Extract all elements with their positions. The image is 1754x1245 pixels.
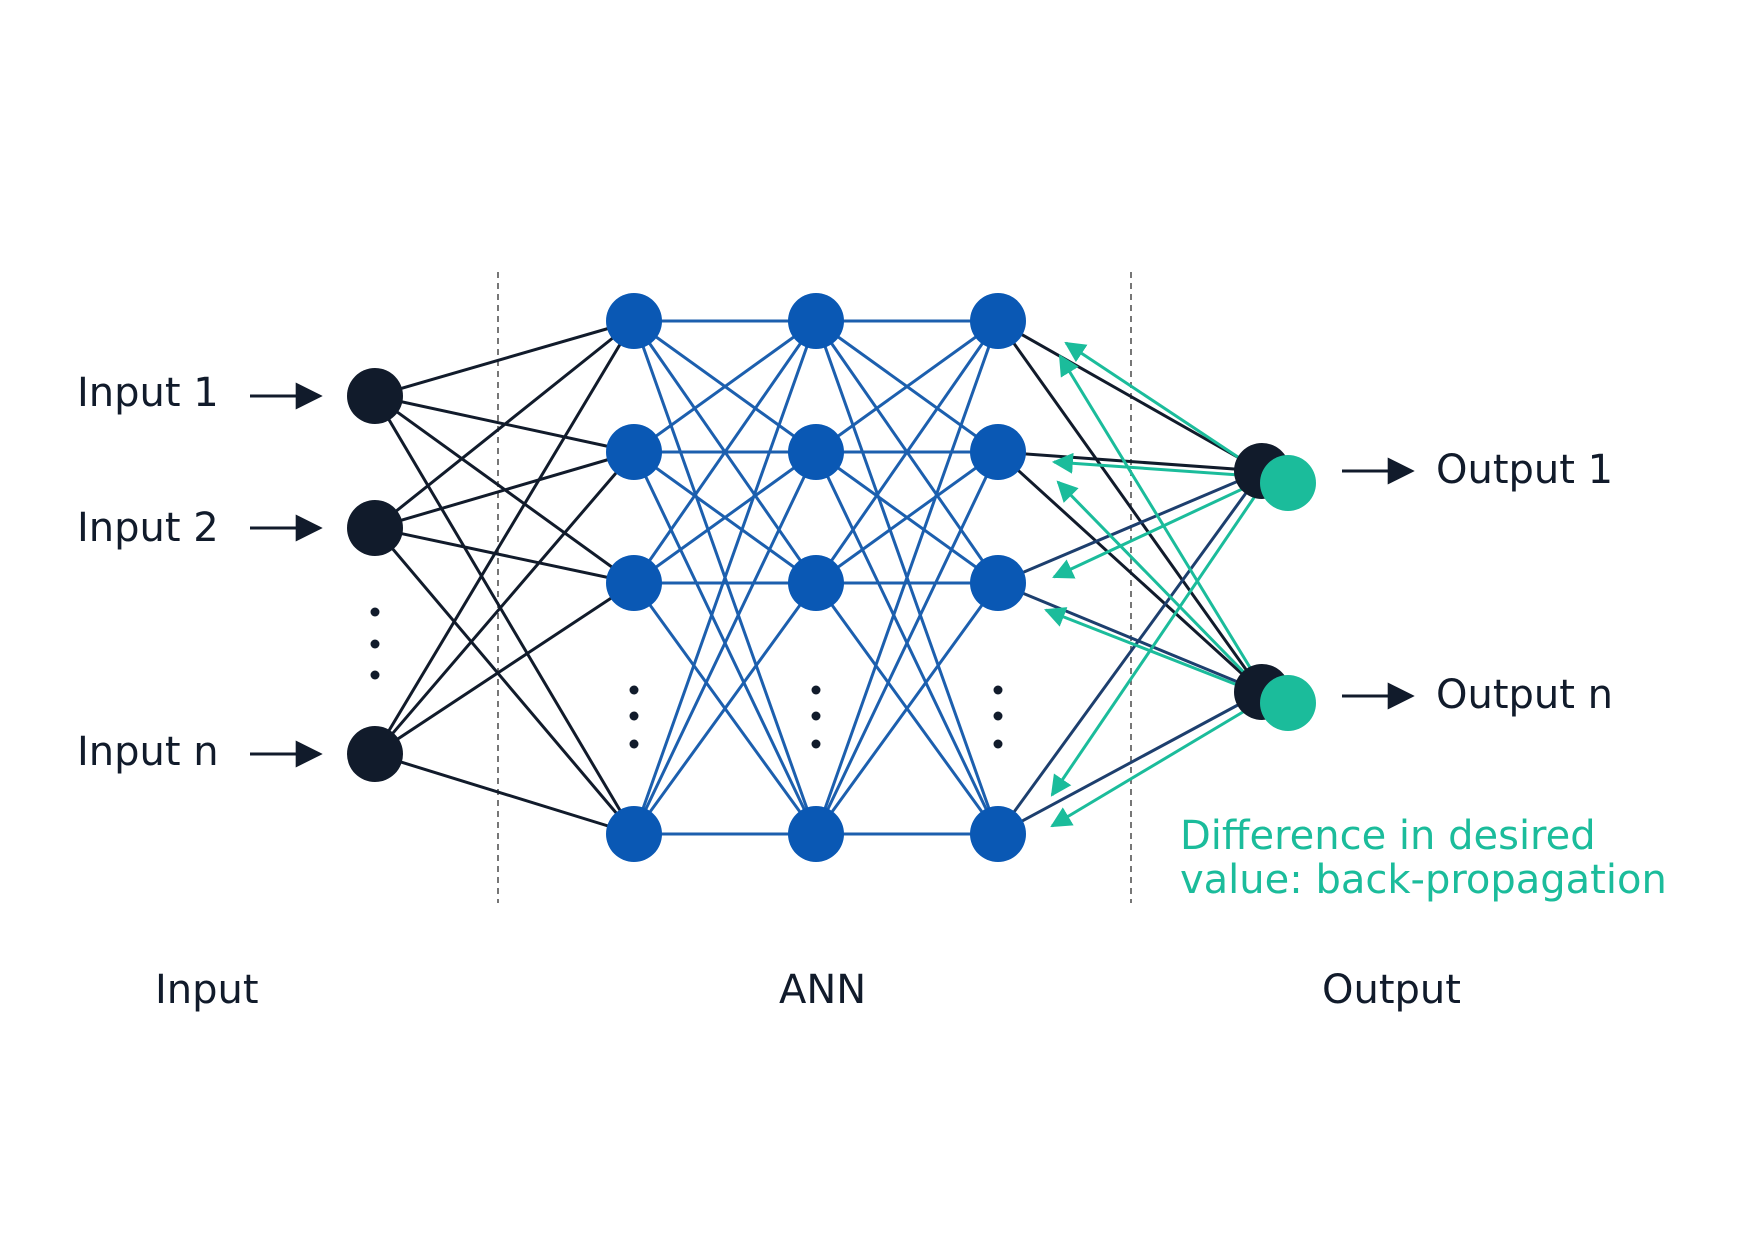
edge-hidden-output (997, 690, 1263, 836)
hidden-node (606, 424, 662, 480)
edge-hidden-hidden (633, 450, 817, 585)
ellipsis-dot (811, 685, 821, 695)
edge-input-hidden (373, 320, 636, 755)
backprop-arrow (1044, 607, 1269, 699)
ellipsis-dot (629, 739, 639, 749)
edge-hidden-hidden (814, 582, 1000, 835)
edge-hidden-hidden (632, 320, 818, 584)
edge-hidden-output (997, 319, 1263, 473)
edge-input-hidden (374, 319, 635, 398)
edge-hidden-output (997, 581, 1263, 694)
input-label-2: Input 2 (77, 505, 219, 551)
input-node (347, 368, 403, 424)
edge-input-hidden (373, 527, 636, 835)
ellipsis-dot (993, 711, 1003, 721)
edge-hidden-hidden (632, 320, 818, 835)
input-node (347, 726, 403, 782)
backprop-arrow (1050, 476, 1270, 797)
ellipsis-dot (370, 639, 380, 649)
edge-hidden-output (996, 450, 1264, 694)
edge-hidden-output (997, 450, 1263, 473)
edge-hidden-hidden (815, 319, 999, 454)
ellipsis-dot (993, 739, 1003, 749)
section-label-input: Input (155, 967, 259, 1013)
input-label-1: Input 1 (77, 370, 219, 416)
backprop-arrow (1056, 480, 1270, 699)
ellipsis-dot (370, 607, 380, 617)
edge-input-hidden (374, 752, 635, 836)
hidden-node (606, 555, 662, 611)
hidden-node (606, 293, 662, 349)
backprop-caption-line1: Difference in desired (1180, 813, 1596, 859)
edge-input-hidden (373, 451, 636, 755)
edge-input-hidden (374, 526, 635, 585)
ellipsis-dot (993, 685, 1003, 695)
edge-input-hidden (374, 581, 635, 756)
backprop-arrow (1052, 475, 1269, 579)
edge-hidden-output (996, 320, 1264, 693)
ellipsis-dot (629, 685, 639, 695)
ellipsis-dot (811, 711, 821, 721)
backprop-caption-line2: value: back-propagation (1180, 857, 1667, 903)
ellipsis-dot (811, 739, 821, 749)
output-label-1: Output 1 (1436, 447, 1614, 493)
edge-hidden-hidden (814, 320, 1000, 835)
output-node (1260, 675, 1316, 731)
section-label-ann: ANN (779, 967, 867, 1013)
backprop-arrow (1058, 354, 1270, 698)
hidden-node (788, 424, 844, 480)
hidden-node (788, 293, 844, 349)
backprop-arrow (1050, 695, 1269, 828)
edge-hidden-hidden (632, 451, 818, 835)
edge-hidden-hidden (814, 320, 1000, 584)
ellipsis-dot (370, 670, 380, 680)
hidden-node (970, 293, 1026, 349)
hidden-node (606, 806, 662, 862)
edge-input-hidden (373, 395, 636, 835)
output-label-n: Output n (1436, 672, 1614, 718)
edge-hidden-output (997, 469, 1263, 585)
section-label-output: Output (1322, 967, 1461, 1013)
hidden-node (970, 424, 1026, 480)
edge-hidden-hidden (632, 582, 818, 835)
hidden-node (788, 555, 844, 611)
edge-input-hidden (374, 450, 635, 530)
output-node (1260, 455, 1316, 511)
hidden-node (970, 806, 1026, 862)
ellipsis-dot (629, 711, 639, 721)
backprop-arrow (1051, 452, 1269, 479)
edge-hidden-hidden (633, 319, 817, 454)
edge-hidden-hidden (814, 451, 1000, 835)
hidden-node (970, 555, 1026, 611)
input-node (347, 500, 403, 556)
edge-hidden-hidden (815, 450, 999, 585)
edge-hidden-output (996, 470, 1264, 835)
backprop-arrow (1064, 341, 1269, 479)
input-label-n: Input n (77, 729, 219, 775)
edge-input-hidden (374, 319, 635, 530)
hidden-node (788, 806, 844, 862)
